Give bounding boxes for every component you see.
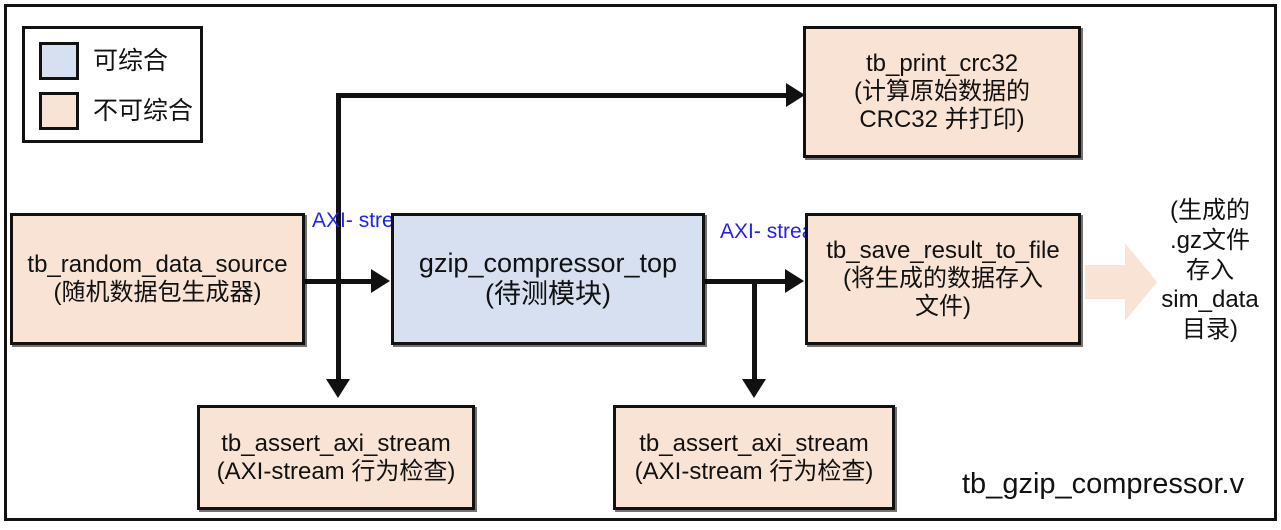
block-tb-random-data-source[interactable]: tb_random_data_source (随机数据包生成器)	[10, 213, 305, 345]
arrowhead-into-assert-axi-stream-left	[326, 379, 350, 398]
block-gzip-compressor-top-line2: (待测模块)	[485, 279, 611, 309]
block-tb-random-data-source-line1: tb_random_data_source	[27, 251, 288, 279]
block-tb-print-crc32[interactable]: tb_print_crc32 (计算原始数据的 CRC32 并打印)	[803, 26, 1081, 158]
output-note-line3: 存入	[1186, 256, 1234, 284]
block-gzip-compressor-top-line1: gzip_compressor_top	[418, 247, 678, 278]
block-tb-save-result-to-file-line3: 文件)	[915, 292, 971, 320]
legend-item-non-synthesizable: 不可综合	[39, 92, 193, 130]
block-tb-assert-axi-stream-right-line1: tb_assert_axi_stream	[639, 429, 869, 457]
output-note: (生成的 .gz文件 存入 sim_data 目录)	[1145, 196, 1275, 345]
legend-label-synthesizable: 可综合	[93, 46, 169, 75]
legend-box: 可综合 不可综合	[22, 26, 203, 143]
arrowhead-into-gzip-compressor-top	[371, 269, 390, 293]
output-block-arrow-icon	[1085, 243, 1157, 321]
legend-label-non-synthesizable: 不可综合	[93, 96, 194, 125]
signal-label-axi-stream-left-line1: AXI-	[312, 209, 353, 232]
signal-label-axi-stream-right-line1: AXI-	[720, 220, 761, 243]
block-tb-assert-axi-stream-right[interactable]: tb_assert_axi_stream (AXI-stream 行为检查)	[613, 405, 895, 510]
connector-source-to-assert-left-vertical	[336, 279, 341, 379]
block-gzip-compressor-top[interactable]: gzip_compressor_top (待测模块)	[391, 213, 705, 345]
block-tb-assert-axi-stream-left-line2: (AXI-stream 行为检查)	[216, 457, 456, 485]
block-tb-print-crc32-line2: (计算原始数据的	[854, 78, 1030, 106]
output-note-line5: 目录)	[1182, 316, 1238, 343]
block-tb-save-result-to-file-line2: (将生成的数据存入	[843, 265, 1043, 293]
legend-swatch-non-synthesizable	[39, 92, 79, 130]
connector-dut-to-save	[705, 279, 787, 284]
arrowhead-into-save-result-to-file	[785, 269, 804, 293]
arrowhead-into-print-crc32	[786, 83, 805, 107]
connector-source-to-crc32-vertical	[336, 93, 341, 286]
output-note-line1: (生成的	[1170, 197, 1250, 224]
output-note-line4: sim_data	[1161, 286, 1259, 314]
connector-dut-to-assert-right-vertical	[752, 279, 757, 379]
block-tb-assert-axi-stream-left[interactable]: tb_assert_axi_stream (AXI-stream 行为检查)	[197, 405, 475, 510]
block-tb-save-result-to-file-line1: tb_save_result_to_file	[826, 237, 1060, 265]
block-tb-assert-axi-stream-left-line1: tb_assert_axi_stream	[221, 429, 451, 457]
legend-swatch-synthesizable	[39, 42, 79, 80]
connector-source-to-crc32-horizontal	[336, 93, 786, 98]
testbench-filename-label: tb_gzip_compressor.v	[962, 468, 1245, 500]
block-tb-print-crc32-line1: tb_print_crc32	[865, 50, 1019, 78]
output-note-line2: .gz文件	[1169, 226, 1250, 254]
block-tb-save-result-to-file[interactable]: tb_save_result_to_file (将生成的数据存入 文件)	[805, 213, 1081, 345]
block-tb-assert-axi-stream-right-line2: (AXI-stream 行为检查)	[634, 457, 874, 485]
block-tb-random-data-source-line2: (随机数据包生成器)	[53, 279, 262, 306]
legend-item-synthesizable: 可综合	[39, 42, 168, 80]
block-tb-print-crc32-line3: CRC32 并打印)	[859, 105, 1025, 133]
arrowhead-into-assert-axi-stream-right	[742, 379, 766, 398]
